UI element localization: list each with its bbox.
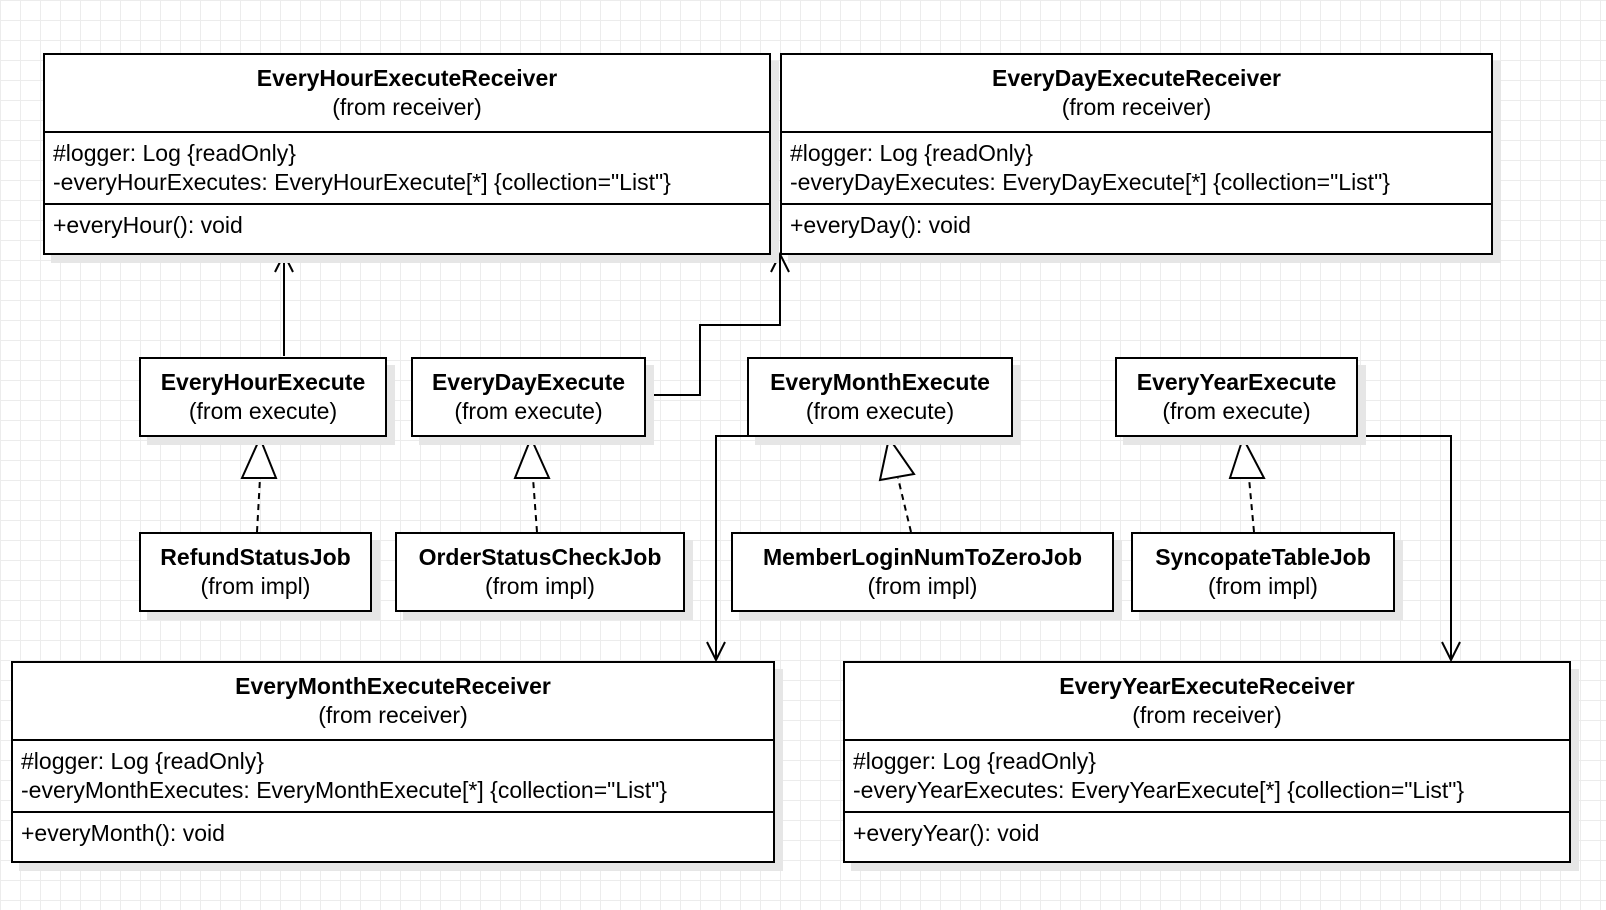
operations-compartment: +everyDay(): void bbox=[782, 203, 1491, 246]
class-package: (from receiver) bbox=[332, 94, 482, 120]
class-name: SyncopateTableJob bbox=[1155, 544, 1371, 570]
class-refund-status-job[interactable]: RefundStatusJob (from impl) bbox=[139, 532, 372, 612]
attribute: -everyHourExecutes: EveryHourExecute[*] … bbox=[53, 169, 671, 195]
operation: +everyDay(): void bbox=[790, 212, 971, 238]
association-year bbox=[1357, 435, 1461, 663]
operations-compartment: +everyYear(): void bbox=[845, 811, 1569, 854]
class-package: (from impl) bbox=[867, 573, 978, 599]
class-every-month-execute-receiver[interactable]: EveryMonthExecuteReceiver (from receiver… bbox=[11, 661, 775, 863]
attribute: #logger: Log {readOnly} bbox=[53, 140, 296, 166]
attribute: -everyDayExecutes: EveryDayExecute[*] {c… bbox=[790, 169, 1390, 195]
class-name: MemberLoginNumToZeroJob bbox=[762, 544, 1082, 570]
attributes-compartment: #logger: Log {readOnly} -everyMonthExecu… bbox=[13, 739, 773, 811]
class-package: (from receiver) bbox=[1061, 94, 1212, 120]
realization-syncopate bbox=[1228, 435, 1266, 533]
operation: +everyYear(): void bbox=[853, 820, 1040, 846]
class-package: (from impl) bbox=[485, 573, 595, 599]
class-name: EveryMonthExecute bbox=[770, 369, 990, 395]
interface-every-month-execute[interactable]: EveryMonthExecute (from execute) bbox=[747, 357, 1013, 437]
class-package: (from impl) bbox=[200, 573, 311, 599]
class-package: (from receiver) bbox=[318, 702, 468, 728]
interface-every-hour-execute[interactable]: EveryHourExecute (from execute) bbox=[139, 357, 387, 437]
realization-member bbox=[878, 435, 916, 533]
class-name: EveryDayExecuteReceiver bbox=[992, 65, 1281, 91]
class-name: EveryDayExecute bbox=[431, 369, 626, 395]
class-package: (from execute) bbox=[805, 398, 955, 424]
attributes-compartment: #logger: Log {readOnly} -everyDayExecute… bbox=[782, 131, 1491, 203]
operation: +everyMonth(): void bbox=[21, 820, 225, 846]
class-order-status-check-job[interactable]: OrderStatusCheckJob (from impl) bbox=[395, 532, 685, 612]
class-every-day-execute-receiver[interactable]: EveryDayExecuteReceiver (from receiver) … bbox=[780, 53, 1493, 255]
class-name: RefundStatusJob bbox=[160, 544, 351, 570]
class-name: EveryHourExecuteReceiver bbox=[256, 65, 558, 91]
attributes-compartment: #logger: Log {readOnly} -everyHourExecut… bbox=[45, 131, 769, 203]
class-syncopate-table-job[interactable]: SyncopateTableJob (from impl) bbox=[1131, 532, 1395, 612]
class-name: EveryHourExecute bbox=[160, 369, 366, 395]
class-package: (from execute) bbox=[188, 398, 338, 424]
class-package: (from receiver) bbox=[1132, 702, 1282, 728]
operation: +everyHour(): void bbox=[53, 212, 243, 238]
operations-compartment: +everyMonth(): void bbox=[13, 811, 773, 854]
realization-refund bbox=[240, 435, 278, 533]
attribute: #logger: Log {readOnly} bbox=[853, 748, 1096, 774]
class-name: EveryMonthExecuteReceiver bbox=[235, 673, 551, 699]
class-name: EveryYearExecute bbox=[1136, 369, 1337, 395]
class-name: OrderStatusCheckJob bbox=[418, 544, 662, 570]
attribute: -everyYearExecutes: EveryYearExecute[*] … bbox=[853, 777, 1465, 803]
association-hour bbox=[274, 251, 294, 356]
attribute: -everyMonthExecutes: EveryMonthExecute[*… bbox=[21, 777, 667, 803]
class-member-login-num-to-zero-job[interactable]: MemberLoginNumToZeroJob (from impl) bbox=[731, 532, 1114, 612]
class-every-year-execute-receiver[interactable]: EveryYearExecuteReceiver (from receiver)… bbox=[843, 661, 1571, 863]
attribute: #logger: Log {readOnly} bbox=[21, 748, 264, 774]
attributes-compartment: #logger: Log {readOnly} -everyYearExecut… bbox=[845, 739, 1569, 811]
class-package: (from execute) bbox=[454, 398, 603, 424]
class-name: EveryYearExecuteReceiver bbox=[1059, 673, 1355, 699]
attribute: #logger: Log {readOnly} bbox=[790, 140, 1033, 166]
class-package: (from execute) bbox=[1162, 398, 1311, 424]
association-month bbox=[706, 435, 748, 663]
class-every-hour-execute-receiver[interactable]: EveryHourExecuteReceiver (from receiver)… bbox=[43, 53, 771, 255]
operations-compartment: +everyHour(): void bbox=[45, 203, 769, 246]
class-package: (from impl) bbox=[1208, 573, 1318, 599]
realization-order bbox=[513, 435, 551, 533]
interface-every-year-execute[interactable]: EveryYearExecute (from execute) bbox=[1115, 357, 1358, 437]
interface-every-day-execute[interactable]: EveryDayExecute (from execute) bbox=[411, 357, 646, 437]
